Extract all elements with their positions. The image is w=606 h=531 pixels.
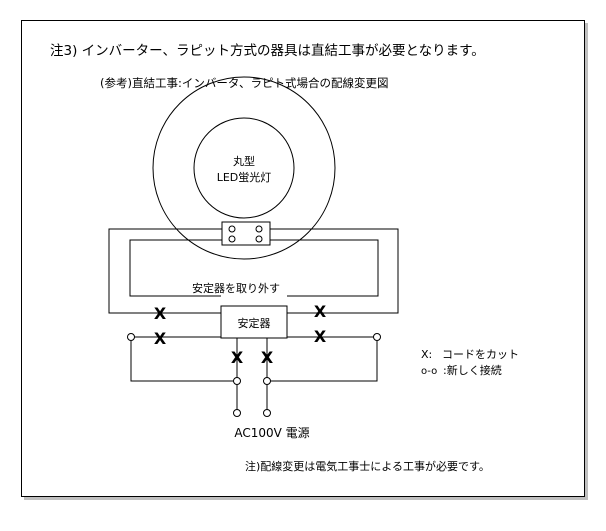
cut-mark: X [261, 348, 274, 367]
legend-connect-symbol: o-o [421, 366, 437, 377]
cut-mark: X [154, 329, 167, 348]
lamp-label-type: 丸型 [233, 154, 255, 168]
power-terminal-right [263, 409, 271, 417]
connector-pin [228, 225, 236, 233]
ballast-box [220, 305, 288, 339]
terminal-right [373, 333, 381, 341]
wire-outer-left [108, 228, 222, 314]
cut-mark: X [314, 327, 327, 346]
electrician-note: 注)配線変更は電気工事士による工事が必要です。 [245, 460, 490, 473]
cut-mark: X [231, 348, 244, 367]
lamp-label-name: LED蛍光灯 [217, 170, 272, 184]
wire-new-right [271, 341, 378, 382]
cut-mark: X [314, 302, 327, 321]
legend-cut-label: コードをカット [442, 348, 519, 361]
legend-connect-label: :新しく接続 [443, 363, 502, 377]
terminal-left [127, 333, 135, 341]
wire-outer-right [270, 228, 399, 314]
junction-right [263, 377, 271, 385]
wire-new-left [130, 341, 233, 382]
ballast-label: 安定器 [238, 316, 271, 330]
power-terminal-left [233, 409, 241, 417]
lamp-inner-ring [193, 117, 295, 219]
wire-inner-right [270, 239, 379, 297]
lamp-connector [221, 221, 271, 246]
legend-cut-symbol: X: [421, 348, 432, 361]
diagram-subtitle: (参考)直結工事:インバータ、ラピト式場合の配線変更図 [100, 76, 389, 90]
diagram-frame: 注3) インバーター、ラピット方式の器具は直結工事が必要となります。 (参考)直… [21, 20, 585, 497]
remove-ballast-label: 安定器を取り外す [192, 281, 280, 295]
connector-pin [228, 235, 236, 243]
power-label: AC100V 電源 [234, 426, 309, 440]
lamp-outer-ring [152, 76, 336, 260]
junction-left [233, 377, 241, 385]
wire-inner-left [129, 239, 222, 297]
connector-pin [255, 235, 263, 243]
cut-mark: X [154, 304, 167, 323]
top-note: 注3) インバーター、ラピット方式の器具は直結工事が必要となります。 [50, 43, 485, 59]
connector-pin [255, 225, 263, 233]
